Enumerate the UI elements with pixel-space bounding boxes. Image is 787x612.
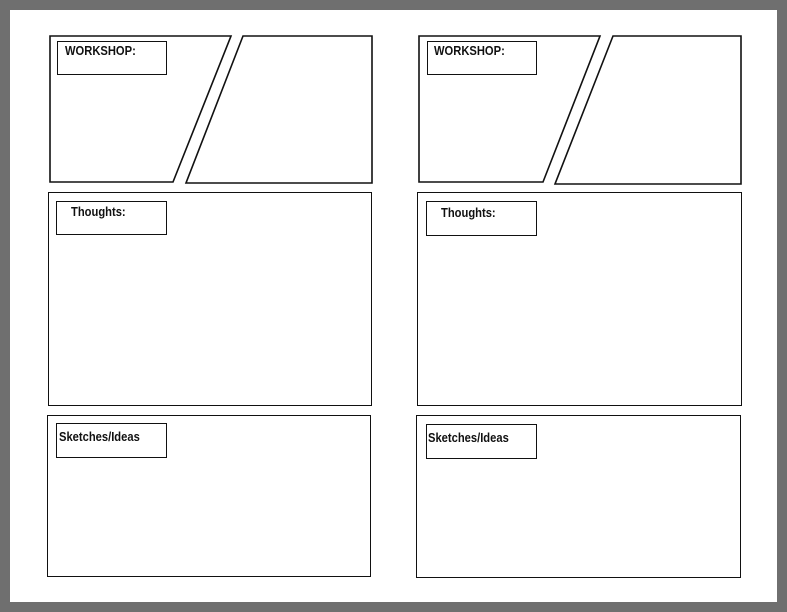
workshop-panel-left-side [184,35,373,184]
sketches-label-right: Sketches/Ideas [428,430,509,445]
thoughts-label-box-right [426,201,537,236]
thoughts-label-right: Thoughts: [441,205,496,220]
workshop-label-box-left [57,41,167,75]
sketches-label-box-right [426,424,537,459]
thoughts-label-box-left [56,201,167,235]
workshop-label-left: WORKSHOP: [65,43,136,58]
workshop-label-box-right [427,41,537,75]
workshop-panel-right-side [553,35,742,185]
workshop-panels [49,35,742,185]
workshop-label-right: WORKSHOP: [434,43,505,58]
thoughts-label-left: Thoughts: [71,204,126,219]
sketches-label-left: Sketches/Ideas [59,429,140,444]
sketches-label-box-left [56,423,167,458]
worksheet-page: WORKSHOP: Thoughts: Sketches/Ideas WORKS… [10,10,777,602]
